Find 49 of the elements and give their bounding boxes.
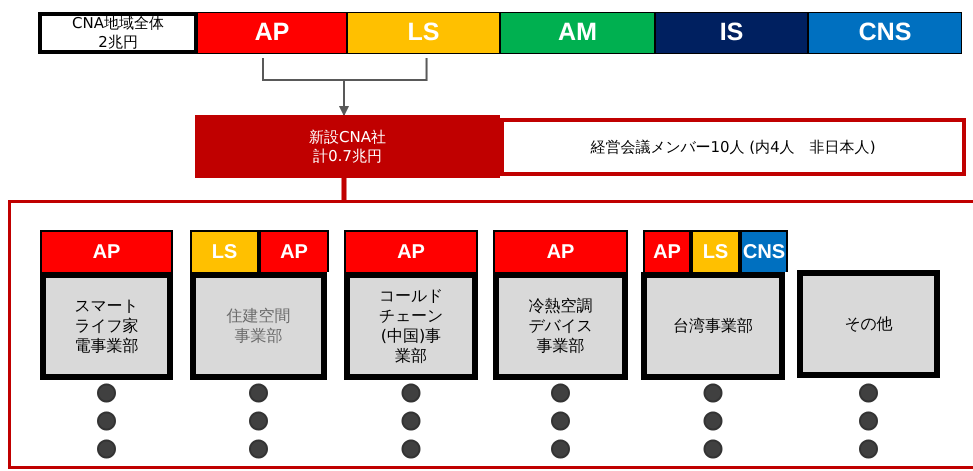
label-text: CNS xyxy=(858,17,912,48)
segment-box xyxy=(347,12,500,54)
label-text: AM xyxy=(558,17,597,48)
company-box xyxy=(195,115,500,178)
connector-line xyxy=(342,178,346,200)
label-text: その他 xyxy=(844,314,892,334)
label-text: AP xyxy=(254,17,290,48)
label-text: LS xyxy=(702,240,728,264)
label-text: AP xyxy=(546,240,574,264)
label-text: LS xyxy=(212,240,238,264)
segment-tag xyxy=(740,230,788,272)
segment-tag xyxy=(259,230,329,272)
label-text: IS xyxy=(720,17,744,48)
group-frame xyxy=(8,200,973,469)
segment-tag xyxy=(40,230,173,272)
division-box xyxy=(797,270,940,378)
label-text: 2兆円 xyxy=(98,33,138,52)
label-text: 経営会議メンバー10人 (内4人 非日本人) xyxy=(590,138,876,156)
label-text: AP xyxy=(397,240,425,264)
label-text: 計0.7兆円 xyxy=(313,146,382,166)
segment-box xyxy=(500,12,655,54)
division-box xyxy=(344,272,478,380)
division-box xyxy=(641,272,785,380)
division-box xyxy=(190,272,327,380)
info-box xyxy=(500,118,966,176)
label-text: 台湾事業部 xyxy=(673,316,753,336)
label-text: AP xyxy=(653,240,681,264)
label-text: 冷熱空調デバイス事業部 xyxy=(528,296,594,356)
segment-box xyxy=(655,12,808,54)
segment-tag xyxy=(493,230,628,272)
division-box xyxy=(40,272,173,380)
label-text: CNS xyxy=(742,240,786,264)
segment-box xyxy=(197,12,347,54)
label-text: AP xyxy=(280,240,308,264)
segment-tag xyxy=(344,230,478,272)
segment-tag xyxy=(643,230,691,272)
label-text: スマートライフ家電事業部 xyxy=(74,296,140,356)
division-box xyxy=(493,272,628,380)
segment-tag xyxy=(691,230,740,272)
label-text: CNA地域全体 xyxy=(72,14,164,33)
label-text: 新設CNA社 xyxy=(309,128,386,146)
segment-box xyxy=(808,12,962,54)
label-text: LS xyxy=(408,17,440,48)
label-text: コールドチェーン(中国)事業部 xyxy=(378,286,444,366)
label-text: AP xyxy=(92,240,120,264)
label-text: 住建空間事業部 xyxy=(226,306,292,346)
arrow xyxy=(339,58,428,116)
region-total-box xyxy=(38,12,198,54)
segment-tag xyxy=(190,230,259,272)
